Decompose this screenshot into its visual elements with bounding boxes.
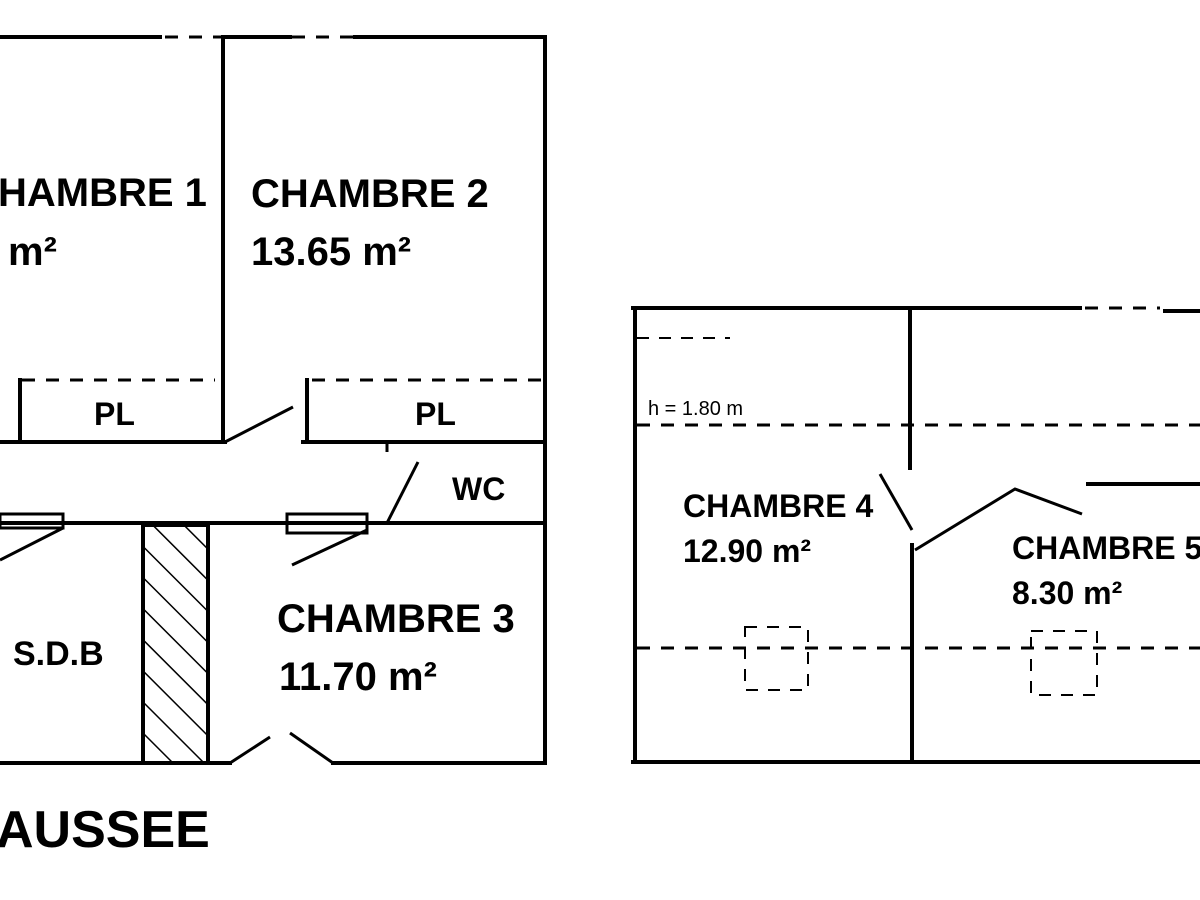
gf-duct-hatched [141,523,210,765]
ground-floor-plan: HAMBRE 1 m² CHAMBRE 2 13.65 m² PL PL WC … [0,35,547,859]
chambre1-area: m² [8,230,57,274]
gf-entry-door-left [229,735,271,765]
uf-skylight-2 [1030,630,1098,696]
gf-door-chambre2 [224,405,294,444]
chambre5-name: CHAMBRE 5 [1012,530,1200,566]
wc-label: WC [452,471,505,507]
gf-door-wc [385,461,420,524]
sdb-label: S.D.B [13,635,104,673]
closet-left-label: PL [94,396,135,432]
chambre2-area: 13.65 m² [251,230,411,274]
upper-floor-plan: h = 1.80 m CHAMBRE 4 12.90 m² CHAMBRE 5 … [631,306,1200,764]
height-note: h = 1.80 m [648,398,743,420]
chambre5-area: 8.30 m² [1012,575,1122,611]
gf-entry-door-right [289,731,334,765]
chambre3-area: 11.70 m² [279,655,437,699]
chambre4-area: 12.90 m² [683,533,811,569]
closet-right-label: PL [415,396,456,432]
uf-skylight-1 [744,626,809,691]
gf-door-ch3-swing [291,528,368,567]
gf-sliding-door-sdb [0,512,65,530]
ground-floor-title: AUSSEE [0,801,210,859]
chambre4-name: CHAMBRE 4 [683,488,873,524]
gf-door-sdb-swing [0,526,64,562]
chambre1-name: HAMBRE 1 [0,171,207,215]
chambre2-name: CHAMBRE 2 [251,172,489,216]
chambre3-name: CHAMBRE 3 [277,597,515,641]
uf-door-chambre4 [878,473,914,531]
gf-sliding-door-ch3 [285,512,369,535]
uf-door-chambre5 [914,487,1083,552]
